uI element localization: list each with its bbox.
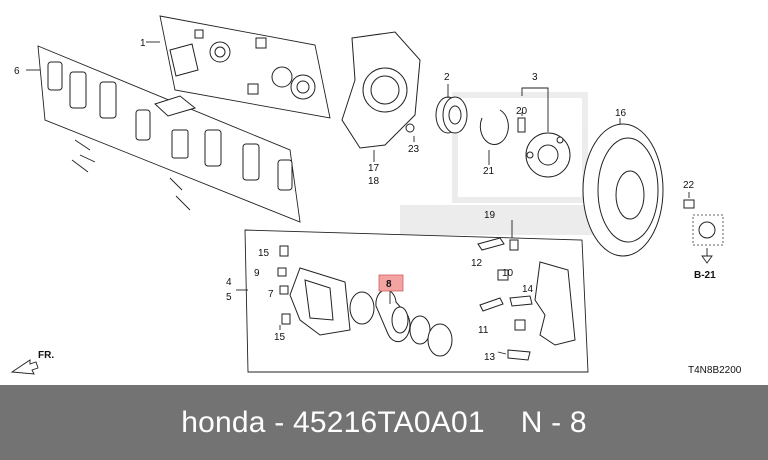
callout-labels: 1 2 3 4 5 6 7 8 9 10 11 12 13 14 15 16 1… [14,38,695,363]
part-caption-bar: honda - 45216TA0A01 N - 8 [0,385,768,460]
hub-bolt [683,192,724,264]
splash-shield [341,31,421,162]
callout-15-lower: 15 [274,332,286,343]
front-marker: FR. [38,350,54,361]
callout-21: 21 [483,166,495,177]
brake-pad-group [26,45,301,223]
caption-separator: - [274,405,285,439]
reference-number: 8 [569,405,587,439]
reference-dash: - [551,405,562,439]
callout-8: 8 [386,279,392,290]
brand-name: honda [181,405,266,439]
callout-11: 11 [478,325,489,336]
callout-15: 15 [258,248,270,259]
wheel-hub [517,87,571,178]
part-number: 45216TA0A01 [292,405,485,439]
callout-6: 6 [14,66,20,77]
caliper-group [236,220,589,373]
callout-1: 1 [140,38,146,49]
drawing-code: T4N8B2200 [688,365,742,376]
seal-kit-group [146,15,331,119]
reference-letter: N [520,405,543,439]
callout-22: 22 [683,180,695,191]
callout-5: 5 [226,292,232,303]
callout-14: 14 [522,284,534,295]
callout-9: 9 [254,268,260,279]
wheel-bearing [435,84,468,134]
brake-disc [582,118,664,257]
reference-box-label: B-21 [694,270,716,281]
callout-23: 23 [408,144,420,155]
highlight-box [378,274,404,292]
callout-13: 13 [484,352,496,363]
callout-7: 7 [268,289,274,300]
front-arrow-icon: FR. [10,350,54,375]
callout-19: 19 [484,210,496,221]
piston [375,289,411,343]
callout-17: 17 [368,163,380,174]
callout-18: 18 [368,176,380,187]
brake-parts-diagram: FR. 1 2 3 4 5 6 7 8 9 10 11 12 13 14 15 … [10,15,742,376]
callout-2: 2 [444,72,450,83]
snap-ring [479,109,509,165]
callout-3: 3 [532,72,538,83]
callout-10: 10 [502,268,514,279]
callout-12: 12 [471,258,483,269]
callout-16: 16 [615,108,627,119]
callout-20: 20 [516,106,528,117]
callout-4: 4 [226,277,232,288]
